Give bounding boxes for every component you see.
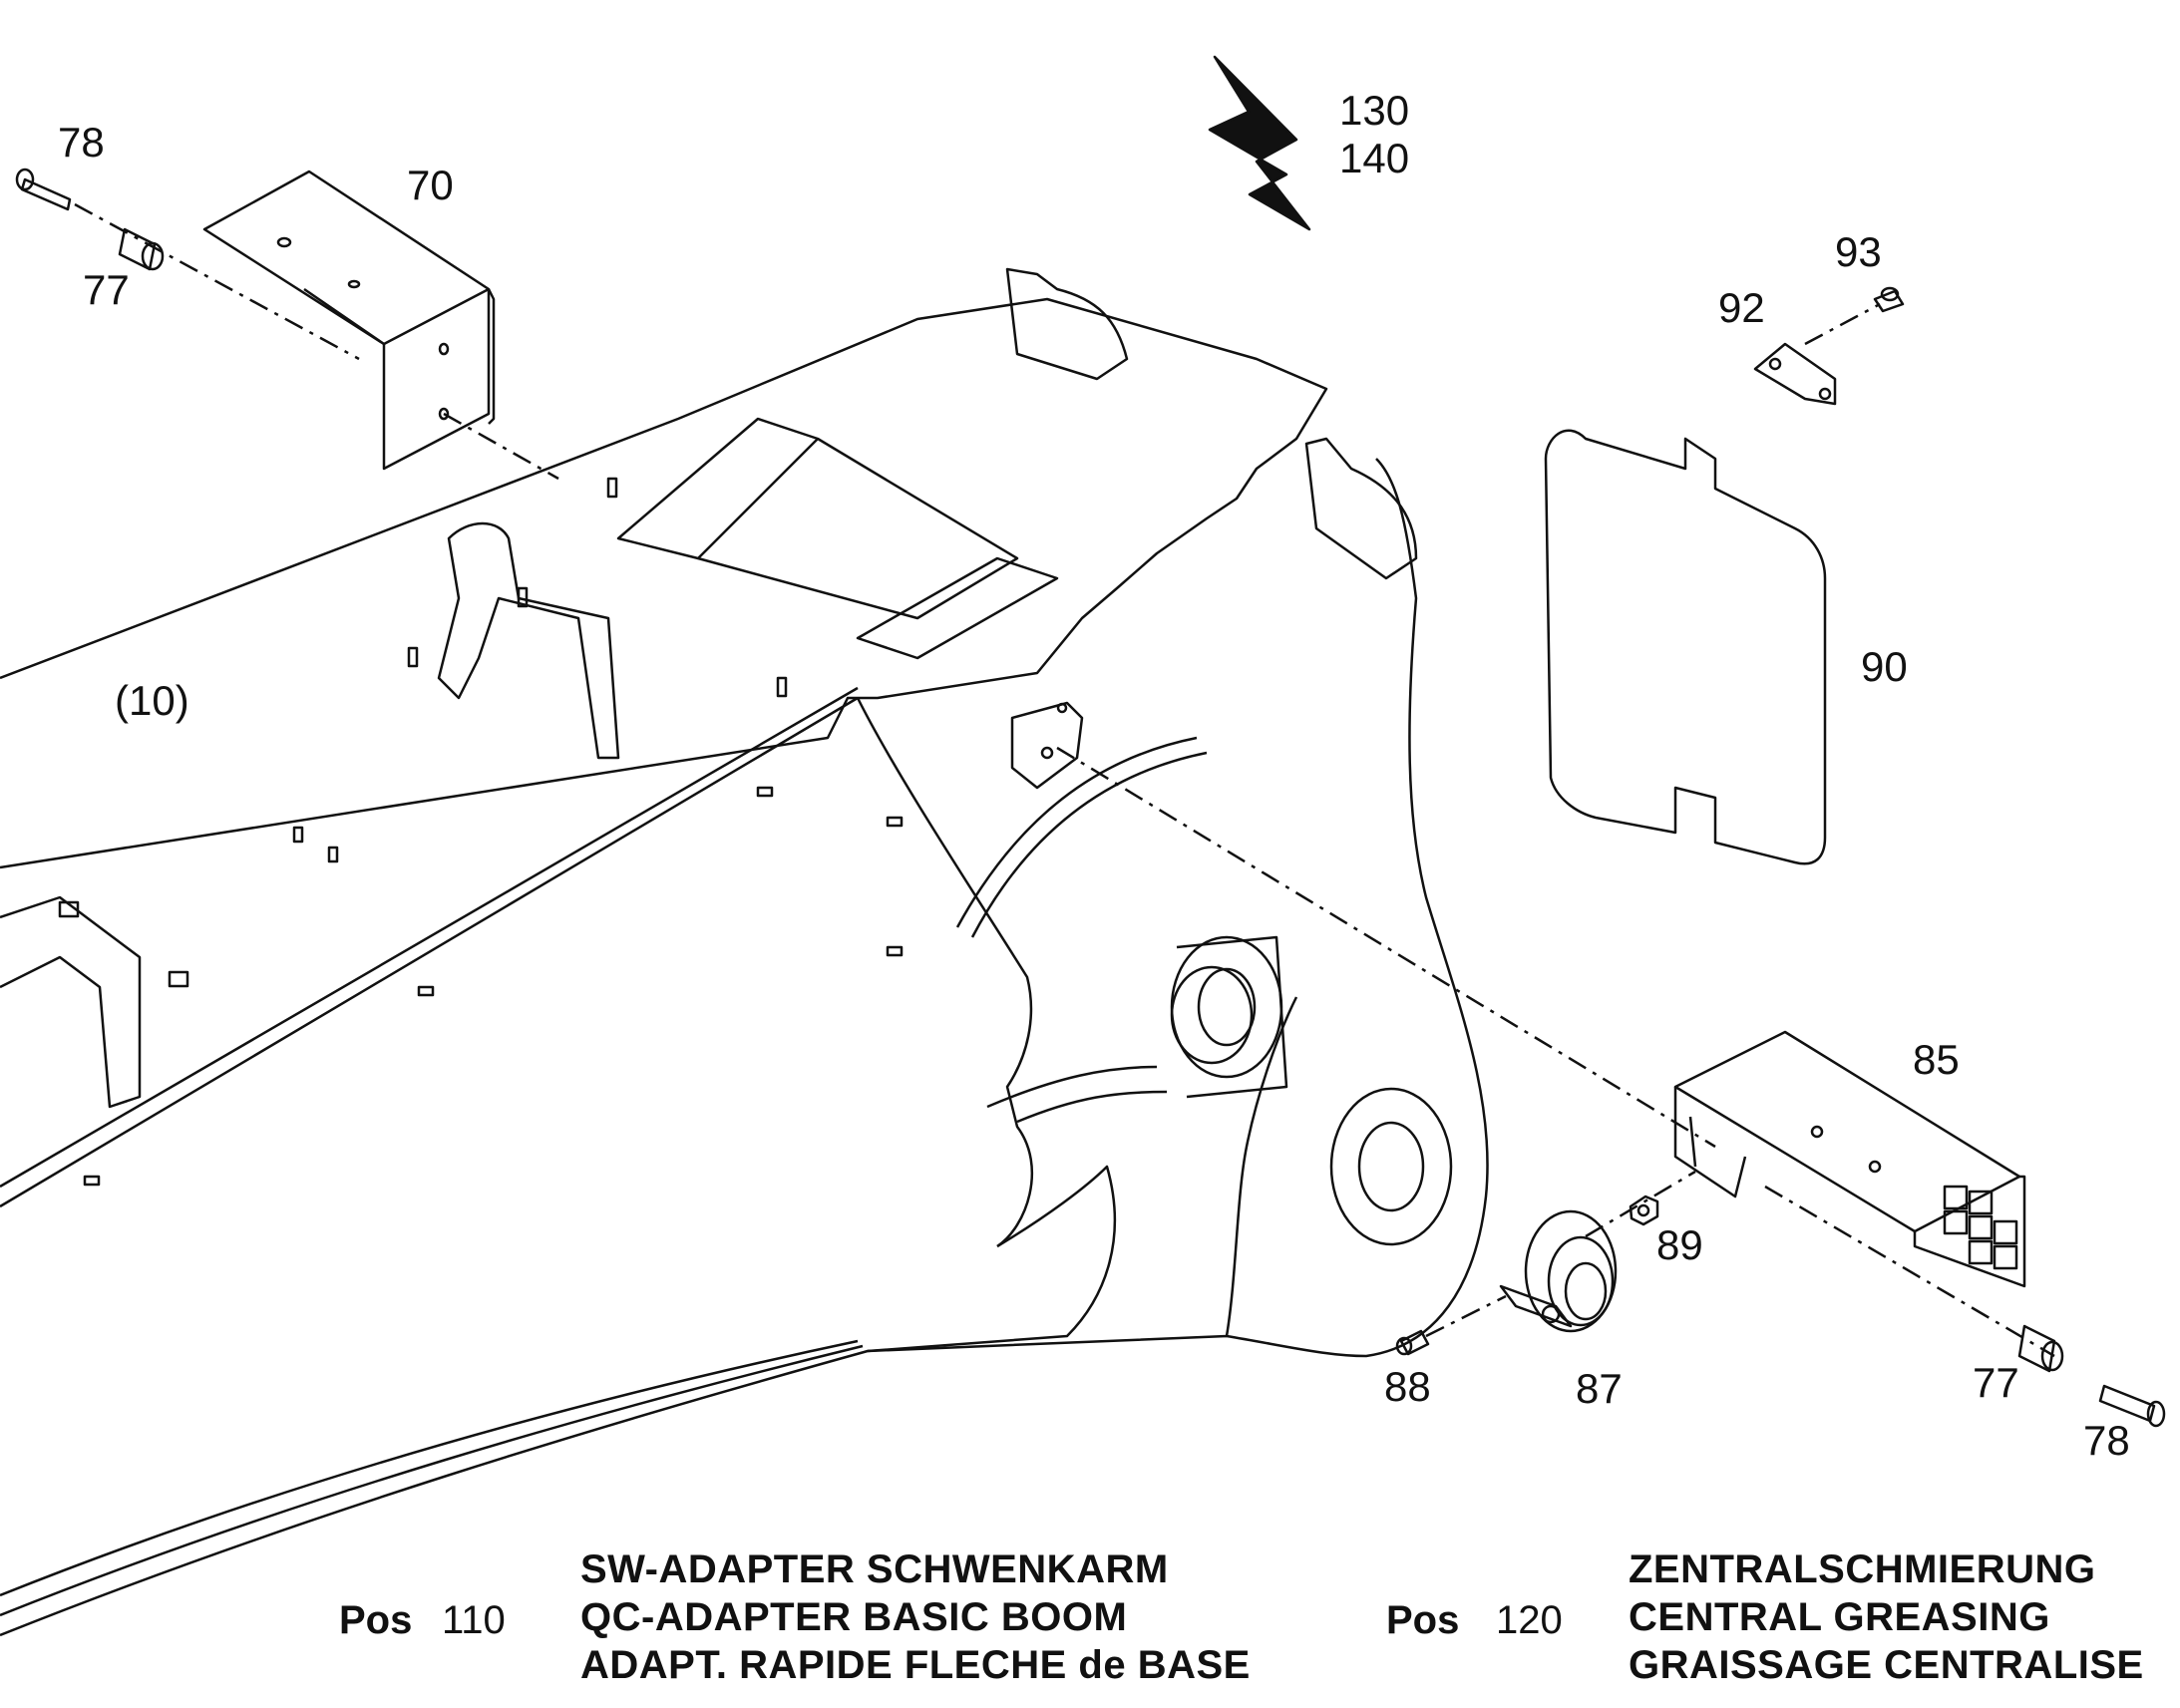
boom-body: [0, 267, 1489, 1637]
pos-label-120: Pos: [1386, 1598, 1460, 1642]
label-78-top: 78: [58, 119, 105, 166]
pos-number-110: 110: [442, 1598, 506, 1642]
pos-120-line-de: ZENTRALSCHMIERUNG: [1629, 1547, 2096, 1591]
label-77-top: 77: [83, 266, 130, 313]
label-90: 90: [1861, 643, 1908, 690]
part-77-spacer-top: [118, 227, 165, 271]
pos-110-line-en: QC-ADAPTER BASIC BOOM: [580, 1595, 1128, 1639]
part-89-nut: [1629, 1195, 1659, 1226]
part-90-cover: [1544, 429, 1827, 865]
part-88-bolt: [1395, 1329, 1430, 1356]
part-77-spacer-bottom: [2017, 1324, 2064, 1373]
label-77-bottom: 77: [1973, 1359, 2019, 1406]
part-78-bolt-top: [15, 168, 72, 211]
center-line-85-lower: [1764, 1185, 2055, 1358]
label-88: 88: [1384, 1363, 1431, 1410]
part-93-screw: [1873, 286, 1905, 313]
center-line-85: [1056, 746, 1716, 1149]
pos-label-110: Pos: [339, 1598, 413, 1642]
part-87-valve: [1499, 1209, 1618, 1333]
label-70: 70: [407, 162, 454, 208]
label-130: 130: [1339, 87, 1410, 134]
label-93: 93: [1835, 228, 1882, 275]
label-140: 140: [1339, 135, 1410, 181]
label-92: 92: [1718, 284, 1765, 331]
part-70-bracket: [202, 170, 496, 471]
label-78-bottom: 78: [2083, 1417, 2130, 1464]
center-line-92: [1804, 302, 1881, 346]
center-line-top: [74, 202, 360, 361]
pos-110-line-fr: ADAPT. RAPIDE FLECHE de BASE: [580, 1643, 1251, 1687]
part-85-bracket: [1673, 1030, 2026, 1288]
pos-description-120: ZENTRALSCHMIERUNG CENTRAL GREASING GRAIS…: [1629, 1545, 2144, 1689]
label-87: 87: [1576, 1365, 1623, 1412]
part-78-bolt-bottom: [2098, 1384, 2166, 1428]
pos-120-line-en: CENTRAL GREASING: [1629, 1595, 2050, 1639]
pos-description-110: SW-ADAPTER SCHWENKARM QC-ADAPTER BASIC B…: [580, 1545, 1251, 1689]
pos-120-line-fr: GRAISSAGE CENTRALISE: [1629, 1643, 2144, 1687]
label-89: 89: [1656, 1221, 1703, 1268]
label-85: 85: [1913, 1036, 1960, 1083]
pos-110-line-de: SW-ADAPTER SCHWENKARM: [580, 1547, 1169, 1591]
label-10: (10): [115, 677, 189, 724]
center-line-70: [443, 412, 559, 481]
part-92-plate: [1753, 342, 1837, 406]
center-line-88: [1425, 1294, 1507, 1338]
lightning-bolt-icon: [1208, 55, 1311, 231]
pos-number-120: 120: [1496, 1598, 1563, 1642]
